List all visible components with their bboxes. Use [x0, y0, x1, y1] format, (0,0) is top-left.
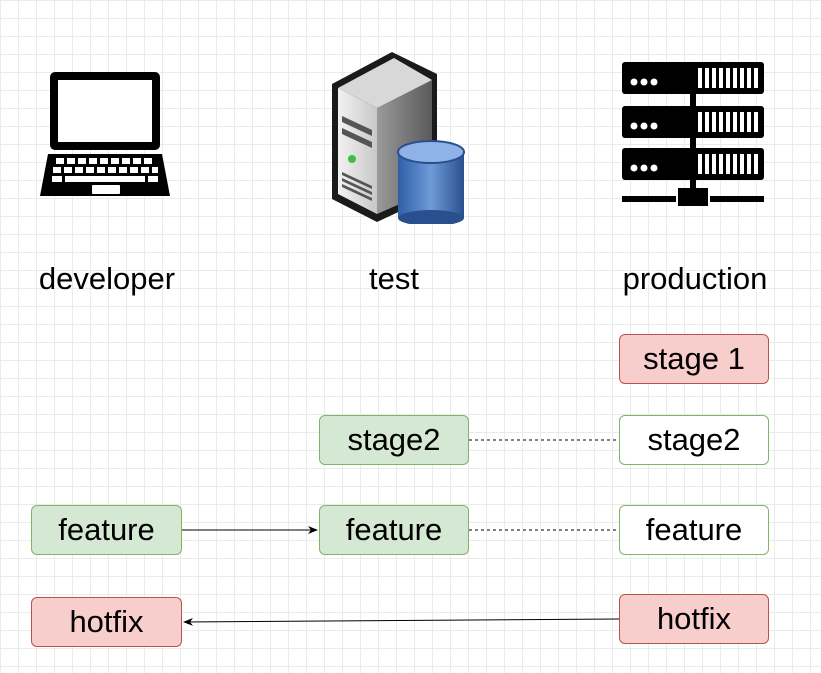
- server-rack-icon: [622, 62, 764, 206]
- test-stage2-box[interactable]: stage2: [319, 415, 469, 465]
- server-database-icon: [332, 52, 465, 224]
- laptop-icon: [40, 72, 170, 196]
- column-label-production: production: [622, 261, 768, 296]
- column-label-developer: developer: [38, 261, 176, 296]
- test-feature-box[interactable]: feature: [319, 505, 469, 555]
- developer-feature-box[interactable]: feature: [31, 505, 182, 555]
- developer-hotfix-box[interactable]: hotfix: [31, 597, 182, 647]
- column-label-test: test: [369, 261, 419, 296]
- production-feature-box[interactable]: feature: [619, 505, 769, 555]
- production-stage2-box[interactable]: stage2: [619, 415, 769, 465]
- production-stage1-box[interactable]: stage 1: [619, 334, 769, 384]
- edge-hotfix-arrow: [183, 617, 620, 626]
- production-hotfix-box[interactable]: hotfix: [619, 594, 769, 644]
